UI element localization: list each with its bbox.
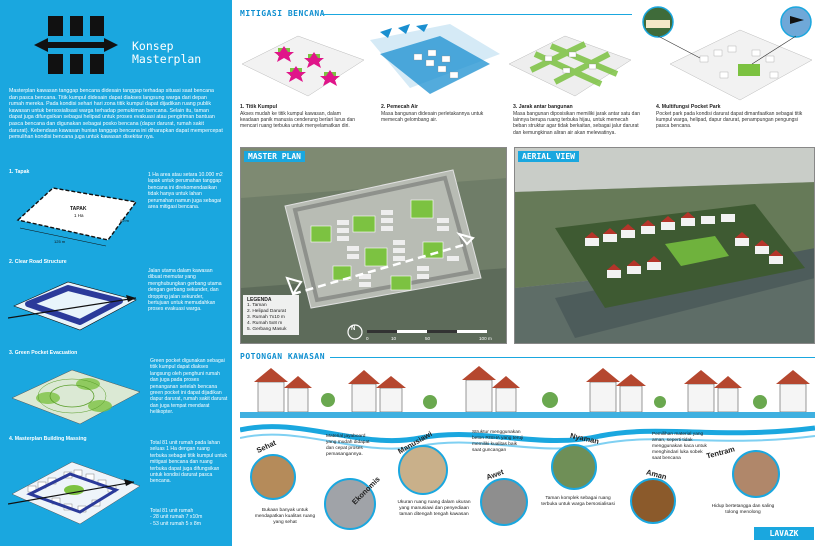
section-drawing	[240, 366, 815, 414]
note-tentram: Hidup bertetangga dan saling tolong meno…	[711, 504, 775, 515]
master-plan-label: MASTER PLAN	[244, 151, 305, 162]
mitigasi-desc-2: Masa bangunan didesain perletakannya unt…	[381, 111, 484, 124]
site-dim-a: 125 m	[54, 239, 66, 244]
aerial-view-panel: AERIAL VIEW	[514, 147, 815, 344]
mitigasi-title-3: 3. Jarak antar bangunan	[513, 104, 573, 110]
step-desc-2: Jalan utama dalam kawasan dibuat memutar…	[148, 268, 222, 313]
potongan-rule	[330, 357, 815, 358]
panel-title-line1: Konsep	[132, 39, 174, 53]
mitigasi-header: MITIGASI BENCANA	[240, 9, 326, 18]
mitigasi-desc-4: Pocket park pada kondisi darurat dapat d…	[656, 111, 803, 130]
pemecah-air-figure	[370, 24, 500, 94]
legend-item: 1. Taman	[247, 303, 267, 308]
note-nyaman: Taman komplek sebagai ruang terbuka untu…	[541, 496, 615, 507]
brand-badge: LAVAZK	[754, 527, 814, 540]
pocket-park-figure	[642, 6, 813, 101]
step-desc-4-units: Total 81 unit rumah - 28 unit rumah 7 x1…	[150, 508, 203, 527]
site-area: 1 Ha	[74, 213, 84, 218]
legend-item: 4. Rumah 5x8 m	[247, 321, 283, 326]
road-structure-diagram	[8, 281, 137, 331]
site-label: TAPAK	[70, 206, 87, 212]
note-manusiawi: Ukuran ruang ruang dalam ukuran yang man…	[397, 500, 471, 517]
site-dim-b: 80 m	[120, 218, 130, 223]
mitigasi-desc-1: Akses mudah ke titik kumpul kawasan, dal…	[240, 111, 356, 130]
scale-50: 50	[425, 336, 431, 341]
step-title-2: 2. Clear Road Structure	[9, 259, 67, 265]
master-plan-panel: MASTER PLAN LEGENDA 1. Taman 2. Helipad …	[240, 147, 507, 344]
intro-text: Masterplan kawasan tanggap bencana dides…	[9, 88, 223, 141]
step-title-3: 3. Green Pocket Evacuation	[9, 350, 78, 356]
step-desc-3: Green pocket digunakan sebagai titik kum…	[150, 358, 228, 416]
legend: LEGENDA 1. Taman 2. Helipad Darurat 3. R…	[243, 295, 299, 335]
concept-wave	[240, 424, 815, 450]
building-massing-diagram	[8, 461, 141, 525]
green-pocket-diagram	[11, 369, 141, 425]
step-title-1: 1. Tapak	[9, 169, 30, 175]
potongan-header: POTONGAN KAWASAN	[240, 352, 326, 361]
note-ekonomis: Material jayaboard yang mudah didapat da…	[326, 434, 370, 457]
aerial-view-render	[515, 148, 814, 343]
panel-title: Konsep Masterplan	[132, 40, 201, 66]
sehat-photo	[250, 454, 296, 500]
scale-10: 10	[391, 336, 397, 341]
scale-100: 100 m	[479, 336, 492, 341]
step-desc-4: Total 81 unit rumah pada lahan seluas 1 …	[150, 440, 228, 485]
mitigasi-desc-3: Masa bangunan diposisikan memiliki jarak…	[513, 111, 641, 136]
north-arrow-icon: N	[351, 326, 356, 332]
legend-item: 5. Gerbang Masuk	[247, 327, 287, 332]
jarak-bangunan-figure	[508, 35, 632, 97]
note-sehat: Bukaan banyak untuk mendapatkan kualitas…	[254, 508, 316, 525]
step-title-4: 4. Masterplan Building Massing	[9, 436, 87, 442]
manusiawi-photo	[398, 445, 448, 495]
mitigasi-title-1: 1. Titik Kumpul	[240, 104, 278, 110]
panel-title-line2: Masterplan	[132, 52, 202, 66]
note-aman: Pemilihan material yang aman, seperti ti…	[652, 432, 707, 461]
nyaman-photo	[551, 444, 597, 490]
site-diagram: TAPAK 1 Ha 125 m 80 m	[16, 187, 138, 247]
mitigasi-title-4: 4. Multifungsi Pocket Park	[656, 104, 721, 110]
titik-kumpul-figure	[241, 35, 365, 97]
water-band	[240, 412, 815, 418]
tentram-photo	[732, 450, 780, 498]
left-panel: Konsep Masterplan Masterplan kawasan tan…	[0, 0, 232, 546]
logo-icon	[34, 16, 118, 74]
legend-item: 3. Rumah 7x10 m	[247, 315, 285, 320]
scale-0: 0	[366, 336, 369, 341]
ekonomis-photo	[324, 478, 376, 530]
aerial-view-label: AERIAL VIEW	[518, 151, 579, 162]
legend-title: LEGENDA	[247, 297, 272, 303]
note-awet: Struktur menggunakan beton RISHA yang te…	[472, 430, 524, 453]
legend-item: 2. Helipad Darurat	[247, 309, 286, 314]
step-desc-1: 1 Ha area atau setara 10.000 m2 lapak un…	[148, 172, 223, 211]
aman-photo	[630, 478, 676, 524]
mitigasi-rule	[322, 14, 632, 15]
mitigasi-title-2: 2. Pemecah Air	[381, 104, 419, 110]
awet-photo	[480, 478, 528, 526]
